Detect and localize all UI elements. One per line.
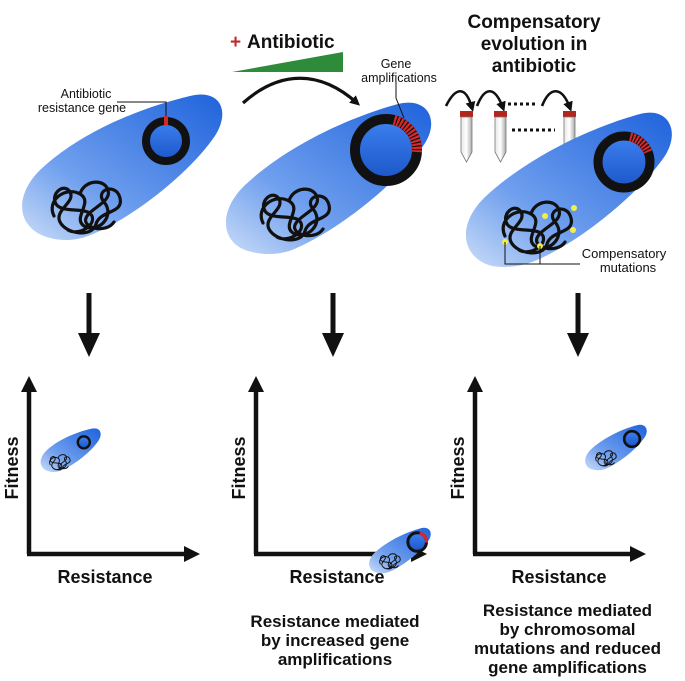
- compensatory-mutation-label-2: mutations: [600, 260, 657, 275]
- test-tube-icon: [494, 111, 507, 163]
- caption-right-line: by chromosomal: [499, 620, 636, 639]
- passage-arrow: [444, 89, 476, 112]
- antibiotic-title: Antibiotic: [247, 32, 335, 53]
- down-arrow-2: [322, 293, 344, 357]
- plasmid-icon: [350, 114, 422, 186]
- y-axis-arrowhead: [248, 376, 264, 392]
- passage-arrow: [475, 89, 506, 112]
- compensatory-title-line1: Compensatory: [467, 12, 600, 33]
- x-axis-label: Resistance: [57, 567, 152, 587]
- compensatory-title-line2: evolution in: [481, 34, 588, 55]
- bacterium-cell-1: Antibiotic resistance gene: [22, 87, 223, 241]
- caption-right: Resistance mediated by chromosomal mutat…: [455, 601, 680, 677]
- caption-right-line: gene amplifications: [488, 658, 647, 677]
- caption-right-line: mutations and reduced: [473, 639, 662, 658]
- y-axis-arrowhead: [467, 376, 483, 392]
- mini-cell: [585, 424, 647, 471]
- gene-amplification-label-1: Gene: [381, 57, 412, 71]
- resistance-gene-label-1: Antibiotic: [61, 87, 112, 101]
- down-arrow-1: [78, 293, 100, 357]
- compensatory-mutation-label-1: Compensatory: [582, 246, 667, 261]
- fitness-resistance-plot-3: Fitness Resistance: [448, 376, 647, 587]
- passage-arrow: [540, 89, 573, 112]
- caption-middle-line: Resistance mediated: [250, 612, 420, 631]
- x-axis-arrowhead: [184, 546, 200, 562]
- caption-middle-line: by increased gene: [260, 631, 410, 650]
- fitness-resistance-plot-2: Fitness Resistance: [229, 376, 431, 587]
- caption-right-line: Resistance mediated: [482, 601, 653, 620]
- gene-amplification-arc: [628, 132, 653, 155]
- plasmid-icon: [142, 117, 190, 165]
- mutation-dot: [570, 227, 576, 233]
- resistance-gene-label-2: resistance gene: [38, 101, 126, 115]
- compensatory-mutation-leader: [504, 242, 580, 265]
- mutation-dot: [542, 213, 548, 219]
- bacterium-cell-2: Gene amplifications: [225, 57, 437, 255]
- y-axis-label: Fitness: [2, 436, 22, 499]
- plasmid-icon: [593, 131, 655, 193]
- x-axis-label: Resistance: [511, 567, 606, 587]
- x-axis-label: Resistance: [289, 567, 384, 587]
- mini-cell: [369, 527, 431, 574]
- caption-middle-line: amplifications: [277, 650, 393, 669]
- cell-body: [22, 94, 223, 241]
- gene-amplification-label-2: amplifications: [361, 71, 437, 85]
- caption-middle: Resistance mediated by increased gene am…: [225, 612, 445, 669]
- down-arrow-3: [567, 293, 589, 357]
- y-axis-arrowhead: [21, 376, 37, 392]
- mutation-dot: [571, 205, 577, 211]
- bacterium-cell-3: Compensatory mutations: [465, 112, 672, 275]
- gene-amplification-leader: [395, 82, 405, 119]
- resistance-gene-leader: [117, 101, 167, 116]
- antibiotic-gradient-wedge: [232, 52, 343, 72]
- mini-cell: [40, 428, 101, 473]
- fitness-resistance-plot-1: Fitness Resistance: [2, 376, 200, 587]
- plus-sign: +: [230, 32, 241, 53]
- gene-amplification-arc: [392, 115, 423, 153]
- x-axis-arrowhead: [630, 546, 646, 562]
- treatment-arrow: [241, 76, 360, 106]
- compensatory-title-line3: antibiotic: [492, 56, 577, 77]
- y-axis-label: Fitness: [448, 436, 468, 499]
- y-axis-label: Fitness: [229, 436, 249, 499]
- resistance-gene-mark: [164, 116, 168, 125]
- test-tube-icon: [460, 111, 473, 163]
